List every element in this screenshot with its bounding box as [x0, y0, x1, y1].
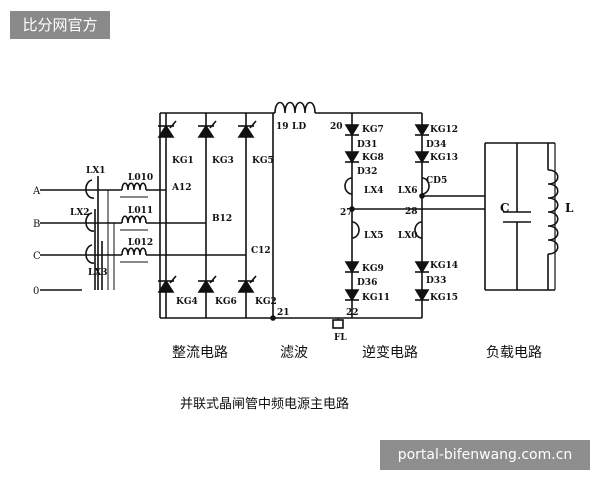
label-kg1: KG1 [172, 156, 194, 166]
label-kg13: KG13 [430, 153, 458, 163]
label-27: 27 [340, 208, 353, 218]
label-fl: FL [334, 333, 347, 343]
ld-inductor [274, 101, 316, 114]
label-a12: A12 [171, 183, 192, 193]
thyristor-kg15 [414, 289, 430, 302]
fl-sensor [332, 319, 344, 329]
load-inductor-l [547, 169, 559, 255]
label-kg14: KG14 [430, 261, 458, 271]
inductor-lx5 [351, 221, 360, 239]
thyristor-kg1 [157, 120, 177, 138]
section-filter: 滤波 [280, 345, 308, 361]
thyristor-kg2 [237, 275, 257, 293]
label-kg2: KG2 [255, 297, 277, 307]
label-kg12: KG12 [430, 125, 458, 135]
label-l012: L012 [128, 238, 153, 248]
inductor-lx4 [344, 177, 353, 195]
label-kg7: KG7 [362, 125, 384, 135]
label-cd5: CD5 [426, 176, 447, 186]
label-lx4: LX4 [364, 186, 384, 196]
label-d32: D32 [357, 167, 377, 177]
label-28: 28 [405, 207, 418, 217]
junction-21 [270, 315, 276, 321]
label-22: 22 [346, 308, 359, 318]
label-kg15: KG15 [430, 293, 458, 303]
phase-a-label: A [32, 186, 41, 197]
label-lx5: LX5 [364, 231, 384, 241]
label-lx2: LX2 [70, 208, 90, 218]
label-inductor-l: L [565, 201, 574, 215]
inductor-lx6 [421, 177, 430, 195]
diode-kg8 [344, 151, 360, 164]
reactor-l010 [121, 182, 147, 191]
label-d34: D34 [426, 140, 446, 150]
section-rectifier: 整流电路 [172, 345, 228, 361]
label-kg11: KG11 [362, 293, 390, 303]
thyristor-kg5 [237, 120, 257, 138]
label-kg4: KG4 [176, 297, 198, 307]
label-ld: LD [292, 122, 306, 132]
label-b12: B12 [212, 214, 232, 224]
label-lx6: LX6 [398, 186, 418, 196]
label-l010: L010 [128, 173, 153, 183]
label-lx7: LX0 [398, 231, 418, 241]
reactor-l011 [121, 215, 147, 224]
section-inverter: 逆变电路 [362, 345, 418, 361]
thyristor-kg13 [414, 151, 430, 164]
label-19: 19 [276, 122, 289, 132]
phase-c-label: C [33, 251, 41, 262]
thyristor-kg14 [414, 261, 430, 274]
reactor-l012 [121, 247, 147, 256]
label-d33: D33 [426, 276, 446, 286]
watermark-top-left: 比分网官方 [10, 11, 110, 39]
label-d31: D31 [357, 140, 377, 150]
diagram-caption: 并联式晶闸管中频电源主电路 [180, 396, 349, 412]
thyristor-kg7 [344, 124, 360, 137]
label-l011: L011 [128, 206, 153, 216]
label-capacitor-c: C [500, 201, 510, 215]
inductor-lx7 [414, 221, 423, 239]
label-kg6: KG6 [215, 297, 237, 307]
thyristor-kg12 [414, 124, 430, 137]
label-kg5: KG5 [252, 156, 274, 166]
neutral-label: 0 [33, 286, 39, 297]
phase-b-label: B [33, 219, 40, 230]
label-lx3: LX3 [88, 268, 108, 278]
thyristor-kg6 [197, 275, 217, 293]
current-transformer-lx3 [85, 241, 103, 290]
label-lx1: LX1 [86, 166, 106, 176]
label-kg3: KG3 [212, 156, 234, 166]
label-kg8: KG8 [362, 153, 384, 163]
watermark-bottom-right: portal-bifenwang.com.cn [380, 440, 590, 470]
label-21: 21 [277, 308, 290, 318]
thyristor-kg3 [197, 120, 217, 138]
label-c12: C12 [251, 246, 271, 256]
thyristor-kg11 [344, 289, 360, 302]
thyristor-kg4 [157, 275, 177, 293]
section-load: 负载电路 [486, 345, 542, 361]
label-kg9: KG9 [362, 264, 384, 274]
label-d36: D36 [357, 278, 377, 288]
label-20: 20 [330, 122, 343, 132]
thyristor-kg9 [344, 261, 360, 274]
